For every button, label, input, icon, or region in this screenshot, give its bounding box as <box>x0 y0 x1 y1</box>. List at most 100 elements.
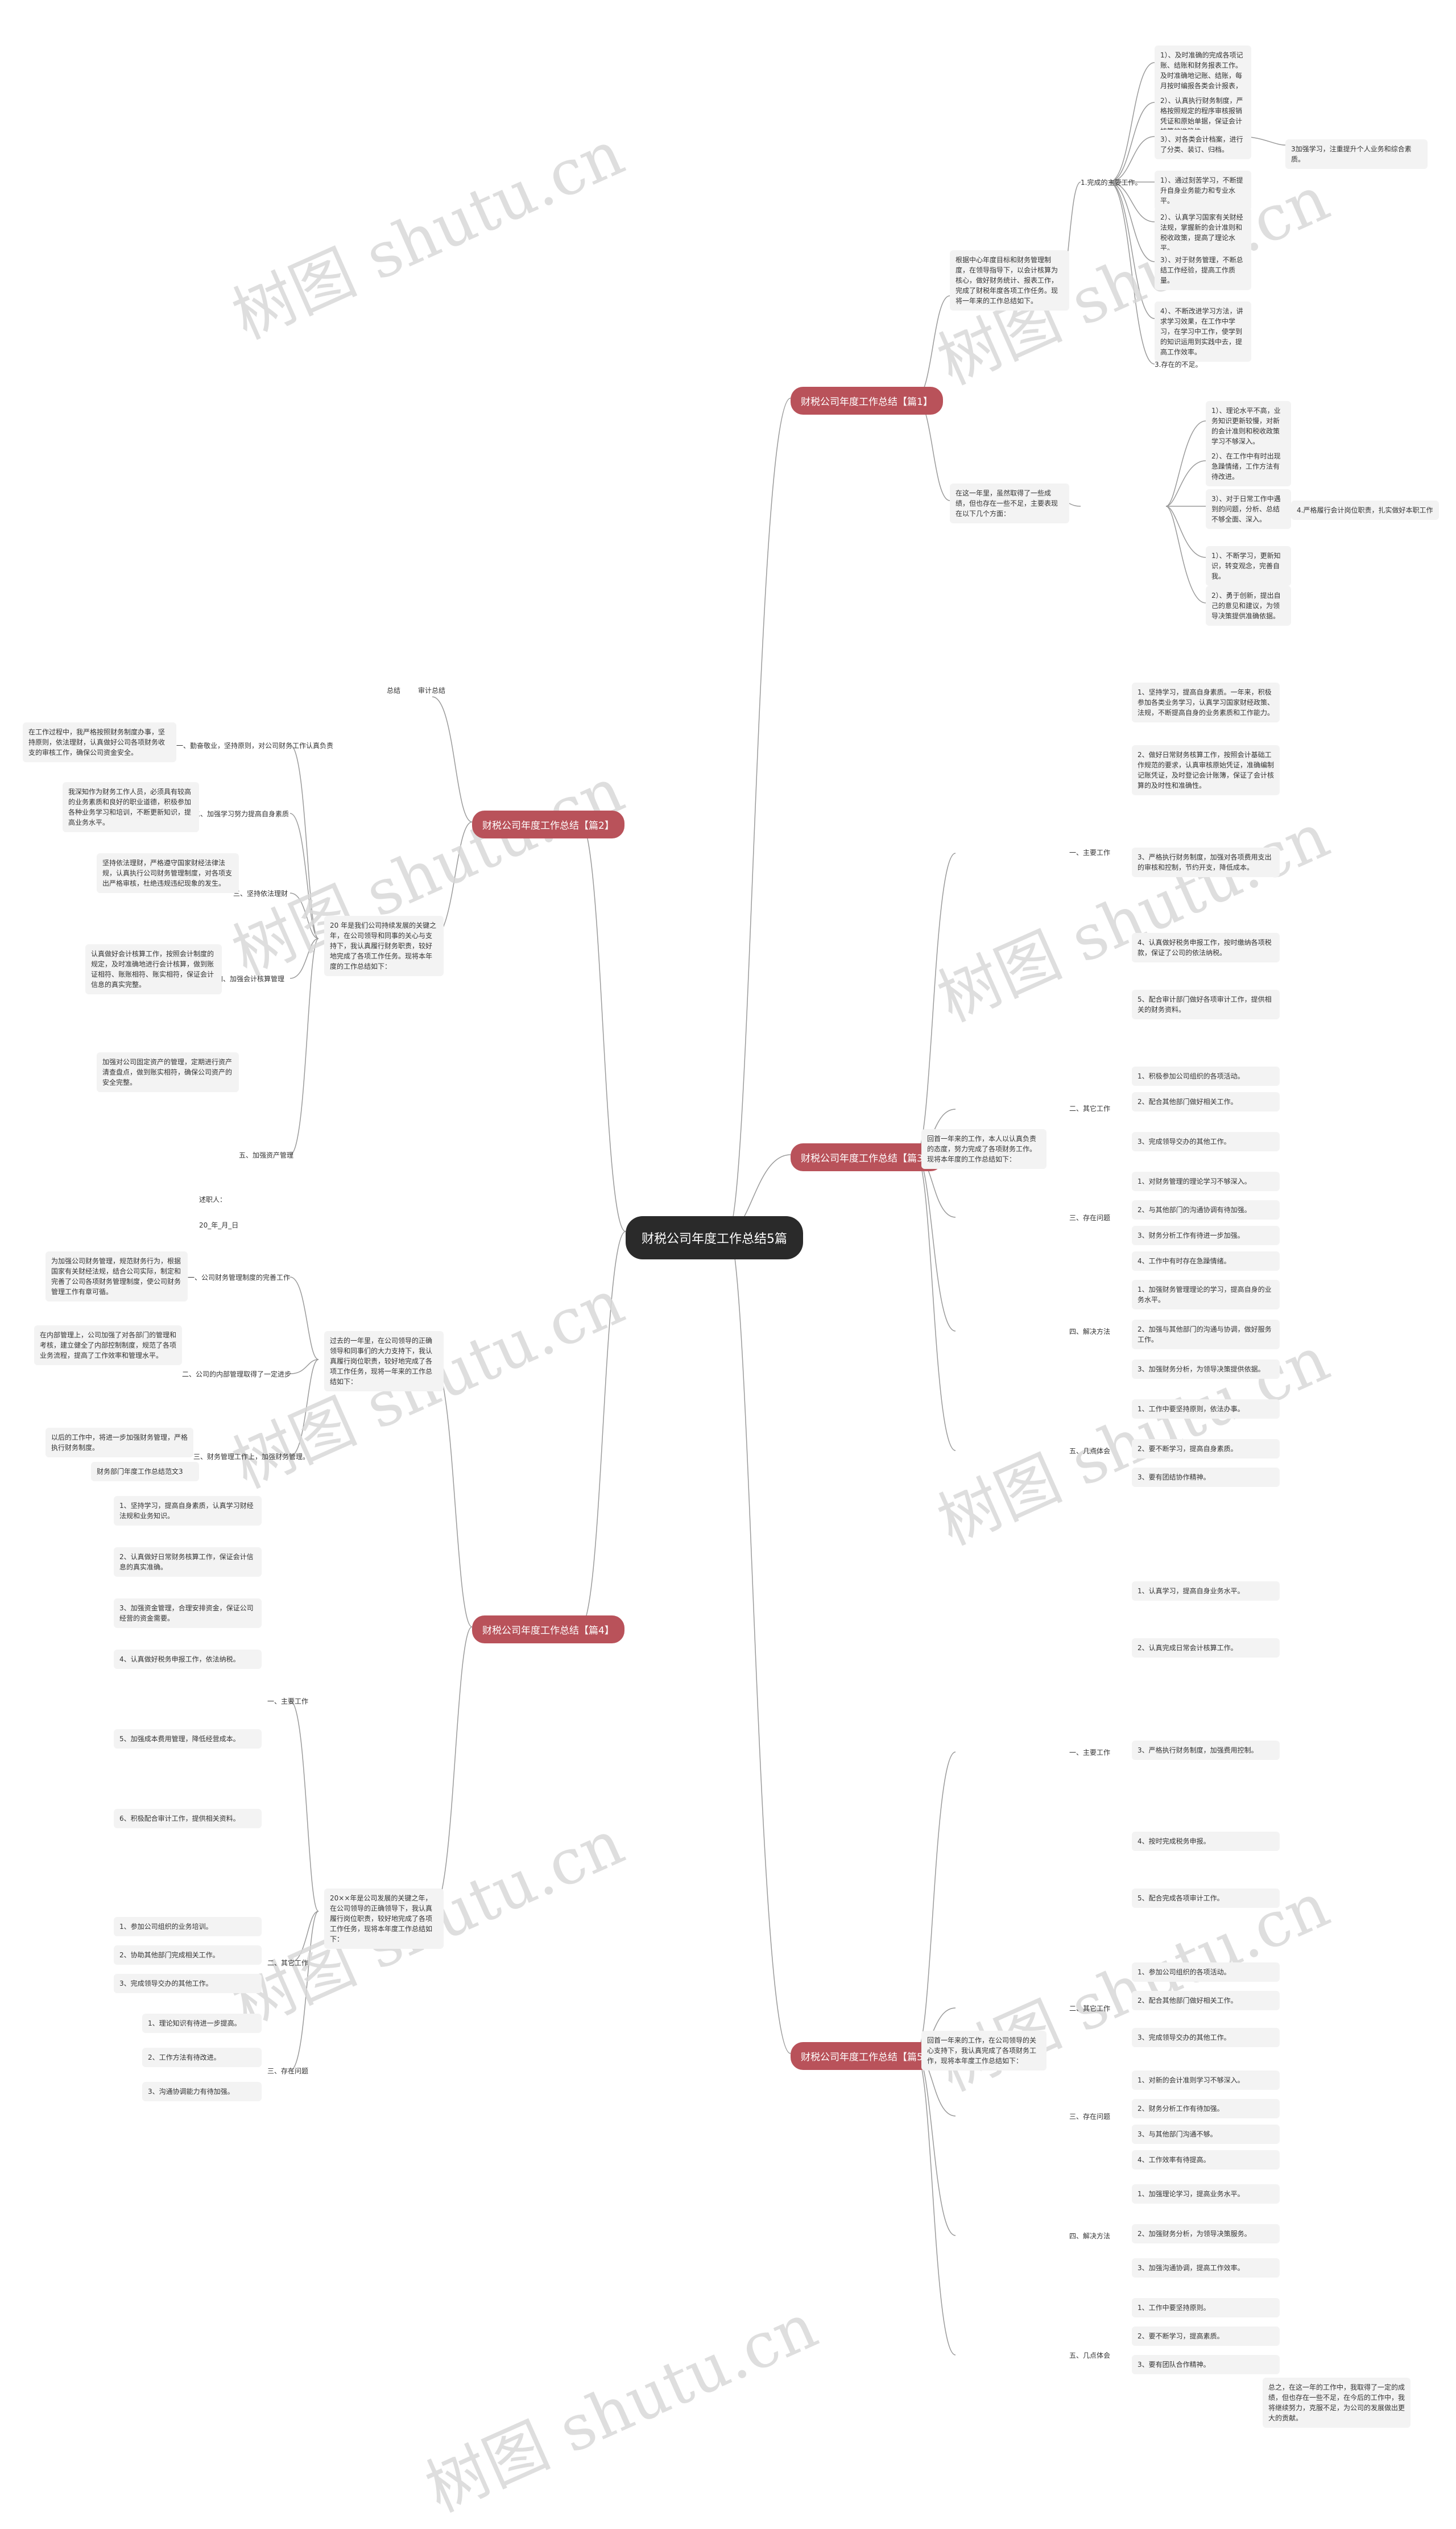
b2-intro[interactable]: 20 年是我们公司持续发展的关键之年，在公司领导和同事的关心与支持下，我认真履行… <box>324 916 444 976</box>
b1-item2[interactable]: 3）、对于日常工作中遇到的问题，分析、总结不够全面、深入。 <box>1206 489 1291 529</box>
b6-item[interactable]: 1、加强理论学习，提高业务水平。 <box>1132 2184 1280 2204</box>
b5-item[interactable]: 2、认真做好日常财务核算工作，保证会计信息的真实准确。 <box>114 1547 262 1577</box>
b6-sec4[interactable]: 四、解决方法 <box>1069 2232 1111 2240</box>
b2-sign1[interactable]: 述职人： <box>199 1196 227 1204</box>
b2-sec5-text[interactable]: 加强对公司固定资产的管理，定期进行资产清查盘点，做到账实相符，确保公司资产的安全… <box>97 1052 239 1092</box>
b4-sec3-item[interactable]: 以后的工作中，将进一步加强财务管理，严格执行财务制度。 <box>46 1428 193 1457</box>
b6-item[interactable]: 3、与其他部门沟通不够。 <box>1132 2125 1280 2144</box>
b6-item[interactable]: 2、认真完成日常会计核算工作。 <box>1132 1638 1280 1658</box>
b2-sec2[interactable]: 二、加强学习努力提高自身素质 <box>193 810 289 818</box>
b6-item[interactable]: 3、加强沟通协调，提高工作效率。 <box>1132 2258 1280 2278</box>
b4-sec1-text[interactable]: 为加强公司财务管理，规范财务行为，根据国家有关财经法规，结合公司实际，制定和完善… <box>46 1251 188 1301</box>
b6-item[interactable]: 1、认真学习，提高自身业务水平。 <box>1132 1581 1280 1601</box>
b2-sign2[interactable]: 20_年_月_日 <box>199 1221 239 1229</box>
b6-item[interactable]: 2、加强财务分析，为领导决策服务。 <box>1132 2224 1280 2243</box>
b4-intro[interactable]: 过去的一年里，在公司领导的正确领导和同事们的大力支持下，我认真履行岗位职责，较好… <box>324 1331 444 1391</box>
b5-item[interactable]: 2、工作方法有待改进。 <box>142 2048 262 2067</box>
b5-sec1[interactable]: 一、主要工作 <box>267 1697 309 1705</box>
b6-item[interactable]: 4、按时完成税务申报。 <box>1132 1832 1280 1851</box>
b5-item[interactable]: 3、加强资金管理，合理安排资金，保证公司经营的资金需要。 <box>114 1598 262 1628</box>
b5-item[interactable]: 1、坚持学习，提高自身素质，认真学习财经法规和业务知识。 <box>114 1496 262 1526</box>
b6-sec1[interactable]: 一、主要工作 <box>1069 1749 1111 1757</box>
b4-sec2[interactable]: 二、公司的内部管理取得了一定进步 <box>182 1370 292 1378</box>
b4-sec1[interactable]: 一、公司财务管理制度的完善工作 <box>188 1274 291 1282</box>
b3-item[interactable]: 2、配合其他部门做好相关工作。 <box>1132 1092 1280 1111</box>
b1-item2[interactable]: 2）、在工作中有时出现急躁情绪，工作方法有待改进。 <box>1206 447 1291 486</box>
branch-1[interactable]: 财税公司年度工作总结【篇1】 <box>791 387 943 415</box>
b6-intro[interactable]: 回首一年来的工作，在公司领导的关心支持下，我认真完成了各项财务工作，现将本年度工… <box>921 2031 1046 2071</box>
b5-intro[interactable]: 20××年是公司发展的关键之年，在公司领导的正确领导下，我认真履行岗位职责，较好… <box>324 1889 444 1949</box>
b2-top[interactable]: 总结 <box>387 687 401 695</box>
b5-sec2[interactable]: 二、其它工作 <box>267 1959 309 1967</box>
b1-item2[interactable]: 2）、勇于创新，提出自己的意见和建议，为领导决策提供准确依据。 <box>1206 586 1291 626</box>
b3-item[interactable]: 3、加强财务分析，为领导决策提供依据。 <box>1132 1359 1280 1379</box>
b6-sec3[interactable]: 三、存在问题 <box>1069 2113 1111 2121</box>
b5-item[interactable]: 2、协助其他部门完成相关工作。 <box>114 1945 262 1965</box>
branch-3[interactable]: 财税公司年度工作总结【篇3】 <box>791 1143 943 1171</box>
b6-closing[interactable]: 总之，在这一年的工作中，我取得了一定的成绩，但也存在一些不足，在今后的工作中，我… <box>1263 2378 1410 2428</box>
b6-item[interactable]: 1、工作中要坚持原则。 <box>1132 2298 1280 2317</box>
b6-item[interactable]: 3、完成领导交办的其他工作。 <box>1132 2028 1280 2047</box>
b3-item[interactable]: 1、坚持学习，提高自身素质。一年来，积极参加各类业务学习，认真学习国家财经政策、… <box>1132 683 1280 722</box>
b2-sec4[interactable]: 四、加强会计核算管理 <box>216 975 285 983</box>
branch-4[interactable]: 财税公司年度工作总结【篇4】 <box>472 1615 624 1643</box>
b2-sec3[interactable]: 三、坚持依法理财 <box>233 890 288 898</box>
b3-item[interactable]: 2、做好日常财务核算工作，按照会计基础工作规范的要求，认真审核原始凭证，准确编制… <box>1132 745 1280 795</box>
b1-side-note2[interactable]: 4.严格履行会计岗位职责，扎实做好本职工作 <box>1291 501 1439 520</box>
b3-intro[interactable]: 回首一年来的工作，本人以认真负责的态度，努力完成了各项财务工作。现将本年度的工作… <box>921 1129 1046 1169</box>
b6-item[interactable]: 5、配合完成各项审计工作。 <box>1132 1889 1280 1908</box>
b1-item[interactable]: 3）、对各类会计档案，进行了分类、装订、归档。 <box>1155 130 1251 159</box>
b3-item[interactable]: 1、对财务管理的理论学习不够深入。 <box>1132 1172 1280 1191</box>
b6-item[interactable]: 3、严格执行财务制度，加强费用控制。 <box>1132 1741 1280 1760</box>
b2-sec2-text[interactable]: 我深知作为财务工作人员，必须具有较高的业务素质和良好的职业道德，积极参加各种业务… <box>63 782 199 832</box>
b1-side-note[interactable]: 3加强学习，注重提升个人业务和综合素质。 <box>1285 139 1428 169</box>
b3-sec1[interactable]: 一、主要工作 <box>1069 849 1111 857</box>
b6-sec5[interactable]: 五、几点体会 <box>1069 2352 1111 2359</box>
b1-item[interactable]: 3）、对于财务管理，不断总结工作经验，提高工作质量。 <box>1155 250 1251 290</box>
b2-sec3-text[interactable]: 坚持依法理财，严格遵守国家财经法律法规，认真执行公司财务管理制度，对各项支出严格… <box>97 853 239 893</box>
b1-item[interactable]: 4）、不断改进学习方法，讲求学习效果，在工作中学习，在学习中工作，使学到的知识运… <box>1155 301 1251 362</box>
b3-item[interactable]: 1、工作中要坚持原则，依法办事。 <box>1132 1399 1280 1419</box>
b3-item[interactable]: 1、积极参加公司组织的各项活动。 <box>1132 1067 1280 1086</box>
b2-top-value[interactable]: 审计总结 <box>418 687 446 695</box>
b6-item[interactable]: 4、工作效率有待提高。 <box>1132 2150 1280 2170</box>
b2-sec5[interactable]: 五、加强资产管理 <box>239 1151 294 1159</box>
b3-item[interactable]: 2、与其他部门的沟通协调有待加强。 <box>1132 1200 1280 1220</box>
b1-intro[interactable]: 根据中心年度目标和财务管理制度，在领导指导下，以会计核算为核心，做好财务统计、报… <box>950 250 1069 311</box>
b2-sec1-text[interactable]: 在工作过程中，我严格按照财务制度办事，坚持原则，依法理财，认真做好公司各项财务收… <box>23 722 176 762</box>
b6-item[interactable]: 2、财务分析工作有待加强。 <box>1132 2099 1280 2118</box>
b3-item[interactable]: 2、加强与其他部门的沟通与协调，做好服务工作。 <box>1132 1320 1280 1349</box>
b3-item[interactable]: 4、认真做好税务申报工作，按时缴纳各项税款，保证了公司的依法纳税。 <box>1132 933 1280 962</box>
b6-item[interactable]: 3、要有团队合作精神。 <box>1132 2355 1280 2374</box>
b5-item[interactable]: 1、理论知识有待进一步提高。 <box>142 2014 262 2033</box>
b3-item[interactable]: 3、完成领导交办的其他工作。 <box>1132 1132 1280 1151</box>
root-node[interactable]: 财税公司年度工作总结5篇 <box>626 1216 803 1259</box>
b6-item[interactable]: 2、要不断学习，提高素质。 <box>1132 2326 1280 2346</box>
b3-item[interactable]: 3、要有团结协作精神。 <box>1132 1468 1280 1487</box>
branch-2[interactable]: 财税公司年度工作总结【篇2】 <box>472 811 624 838</box>
b1-footer[interactable]: 3.存在的不足。 <box>1155 361 1202 369</box>
b4-sec3-item[interactable]: 财务部门年度工作总结范文3 <box>91 1462 199 1481</box>
b3-sec4[interactable]: 四、解决方法 <box>1069 1328 1111 1336</box>
b6-item[interactable]: 2、配合其他部门做好相关工作。 <box>1132 1991 1280 2010</box>
b1-item2[interactable]: 1）、理论水平不高，业务知识更新较慢，对新的会计准则和税收政策学习不够深入。 <box>1206 401 1291 451</box>
b1-sec1[interactable]: 1.完成的主要工作。 <box>1081 179 1142 187</box>
b2-sec1[interactable]: 一、勤奋敬业，坚持原则，对公司财务工作认真负责 <box>176 742 334 750</box>
b1-item[interactable]: 2）、认真学习国家有关财经法规，掌握新的会计准则和税收政策，提高了理论水平。 <box>1155 208 1251 258</box>
b2-sec4-text[interactable]: 认真做好会计核算工作，按照会计制度的规定，及时准确地进行会计核算，做到账证相符、… <box>85 944 222 994</box>
b3-sec5[interactable]: 五、几点体会 <box>1069 1447 1111 1455</box>
b6-item[interactable]: 1、参加公司组织的各项活动。 <box>1132 1962 1280 1982</box>
b4-sec3[interactable]: 三、财务管理工作上，加强财务管理。 <box>193 1453 310 1461</box>
b1-item[interactable]: 1）、通过刻苦学习，不断提升自身业务能力和专业水平。 <box>1155 171 1251 210</box>
branch-5[interactable]: 财税公司年度工作总结【篇5】 <box>791 2042 943 2070</box>
b6-item[interactable]: 1、对新的会计准则学习不够深入。 <box>1132 2071 1280 2090</box>
b3-sec2[interactable]: 二、其它工作 <box>1069 1105 1111 1113</box>
b4-sec2-text[interactable]: 在内部管理上，公司加强了对各部门的管理和考核，建立健全了内部控制制度，规范了各项… <box>34 1325 182 1365</box>
b3-item[interactable]: 5、配合审计部门做好各项审计工作，提供相关的财务资料。 <box>1132 990 1280 1019</box>
b3-item[interactable]: 3、财务分析工作有待进一步加强。 <box>1132 1226 1280 1245</box>
b3-item[interactable]: 3、严格执行财务制度，加强对各项费用支出的审核和控制，节约开支，降低成本。 <box>1132 848 1280 877</box>
b5-sec3[interactable]: 三、存在问题 <box>267 2067 309 2075</box>
b3-sec3[interactable]: 三、存在问题 <box>1069 1214 1111 1222</box>
b5-item[interactable]: 3、完成领导交办的其他工作。 <box>114 1974 262 1993</box>
b3-item[interactable]: 2、要不断学习，提高自身素质。 <box>1132 1439 1280 1458</box>
